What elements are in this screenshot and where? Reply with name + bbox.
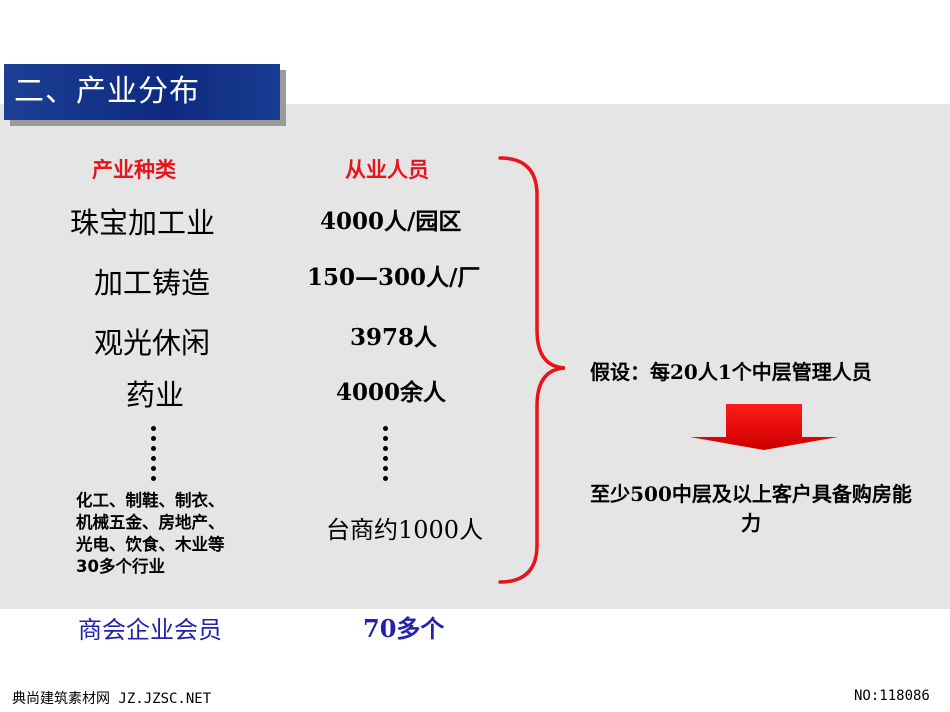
industry-item: 珠宝加工业	[70, 206, 216, 240]
slide-title: 二、产业分布	[4, 64, 280, 120]
header-employees: 从业人员	[345, 157, 429, 182]
employee-count: 4000余人	[336, 379, 447, 406]
other-industries-list: 化工、制鞋、制衣、 机械五金、房地产、 光电、饮食、木业等 30多个行业	[76, 490, 256, 578]
conclusion-note: 至少500中层及以上客户具备购房能力	[590, 482, 912, 535]
ellipsis-dots-left	[151, 426, 157, 486]
employee-count: 3978人	[350, 324, 438, 351]
employee-count: 4000人/园区	[320, 208, 462, 235]
watermark-left: 典尚建筑素材网 JZ.JZSC.NET	[12, 691, 212, 707]
right-brace-icon	[498, 156, 565, 584]
watermark-right: NO:118086	[854, 688, 930, 704]
employee-count: 150—300人/厂	[307, 264, 481, 291]
other-industries-line: 化工、制鞋、制衣、	[76, 491, 225, 510]
other-industries-line: 机械五金、房地产、	[76, 513, 225, 532]
other-industries-line: 光电、饮食、木业等	[76, 535, 225, 554]
ellipsis-dots-right	[383, 426, 389, 486]
industry-item: 加工铸造	[94, 266, 211, 300]
footer-value: 70多个	[363, 614, 445, 643]
down-arrow-icon	[690, 404, 838, 450]
content-panel	[0, 104, 950, 609]
header-industry: 产业种类	[92, 157, 176, 182]
industry-item: 药业	[126, 378, 185, 412]
taiwan-merchants: 台商约1000人	[326, 516, 484, 544]
industry-item: 观光休闲	[94, 326, 211, 360]
other-industries-line: 30多个行业	[76, 557, 165, 576]
assumption-note: 假设：每20人1个中层管理人员	[590, 360, 872, 384]
footer-label: 商会企业会员	[78, 616, 222, 644]
